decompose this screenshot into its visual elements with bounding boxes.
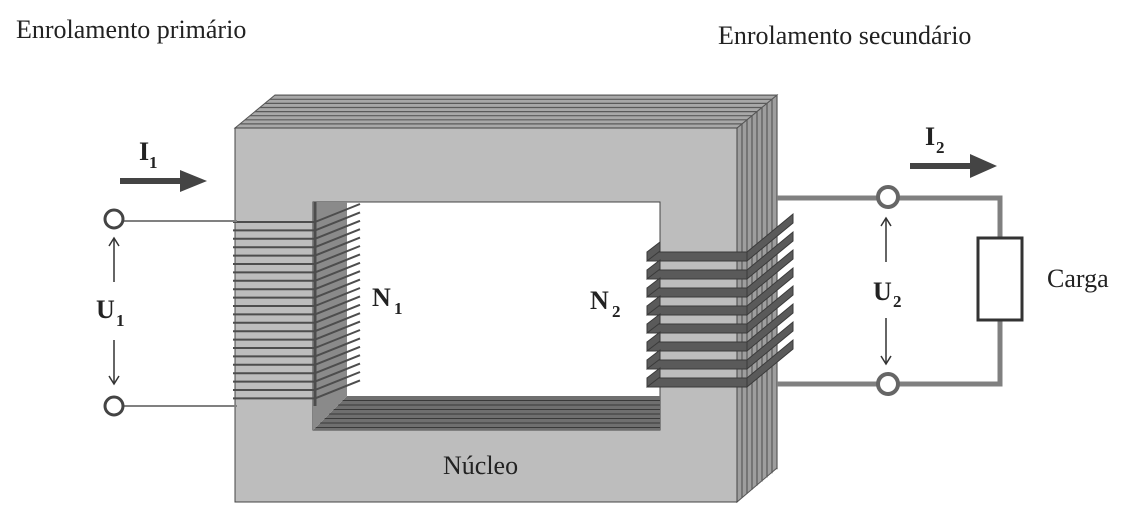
svg-text:U: U	[873, 277, 892, 306]
u2-voltage-arrow	[880, 216, 892, 366]
svg-text:I: I	[139, 137, 149, 166]
svg-text:2: 2	[893, 292, 902, 311]
secondary-terminal-bottom	[876, 372, 900, 396]
i2-current-arrow	[910, 154, 997, 178]
svg-text:1: 1	[116, 311, 125, 330]
secondary-circuit	[777, 154, 1024, 396]
primary-circuit	[103, 170, 237, 417]
svg-text:I: I	[925, 122, 935, 151]
i2-symbol: I 2	[925, 122, 945, 157]
secondary-terminal-top	[876, 185, 900, 209]
svg-text:U: U	[96, 295, 115, 324]
n1-symbol: N 1	[372, 283, 403, 318]
primary-terminal-bottom	[103, 395, 125, 417]
svg-text:2: 2	[936, 138, 945, 157]
svg-text:N: N	[590, 286, 609, 315]
primary-winding-label: Enrolamento primário	[16, 15, 246, 44]
secondary-winding-label: Enrolamento secundário	[718, 21, 971, 50]
svg-text:N: N	[372, 283, 391, 312]
primary-terminal-top	[103, 208, 125, 230]
u2-symbol: U 2	[873, 277, 902, 311]
load-label: Carga	[1047, 264, 1109, 293]
core-window-depth	[313, 202, 660, 430]
svg-text:2: 2	[612, 302, 621, 321]
u1-voltage-arrow	[108, 236, 120, 386]
n2-symbol: N 2	[590, 286, 621, 321]
core-label: Núcleo	[443, 451, 518, 480]
svg-text:1: 1	[394, 299, 403, 318]
load-resistor	[976, 236, 1024, 322]
secondary-winding	[646, 212, 794, 389]
svg-text:1: 1	[149, 153, 158, 172]
primary-winding	[233, 202, 361, 406]
i1-symbol: I 1	[139, 137, 158, 172]
u1-symbol: U 1	[96, 295, 125, 330]
i1-current-arrow	[120, 170, 207, 192]
